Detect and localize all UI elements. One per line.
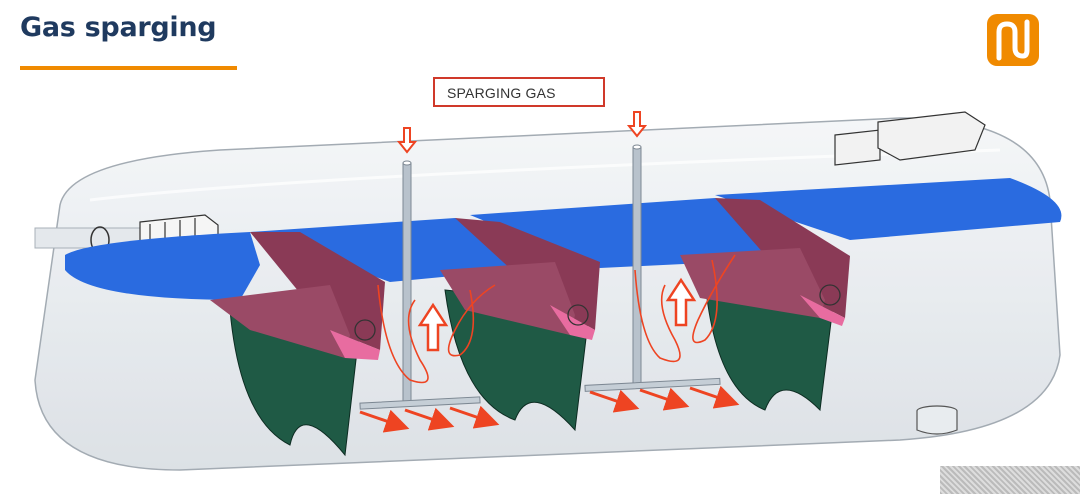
gas-rise-arrow-1 (417, 302, 449, 352)
circulation-loop-cell-1 (377, 284, 496, 384)
gas-inlet-arrow-1 (396, 127, 418, 154)
company-logo-icon (987, 14, 1039, 66)
tank-highlight (89, 148, 1001, 202)
gas-flow-arrows (359, 385, 740, 433)
baffle-1 (210, 232, 385, 360)
callout-label: SPARGING GAS (447, 85, 556, 101)
title-underline (20, 66, 237, 70)
liquid-surface-left (65, 232, 260, 300)
circulation-loop-cell-2 (634, 254, 736, 363)
gas-inlet-arrow-2 (626, 111, 648, 138)
baffle-3 (680, 198, 850, 326)
sparger-header-1 (359, 396, 481, 410)
sparger-riser-1 (402, 162, 412, 404)
gas-rise-arrow-2 (665, 277, 697, 327)
baffle-2 (440, 218, 600, 340)
liquid-surface-right (715, 178, 1062, 240)
sparger-header-2 (584, 377, 721, 392)
video-controls-strip (940, 466, 1080, 494)
drain-nozzle (916, 405, 958, 435)
gas-outlet-box (834, 111, 986, 166)
sparger-riser-2 (632, 146, 642, 388)
page-title: Gas sparging (20, 12, 217, 43)
sparging-gas-callout: SPARGING GAS (433, 77, 605, 107)
